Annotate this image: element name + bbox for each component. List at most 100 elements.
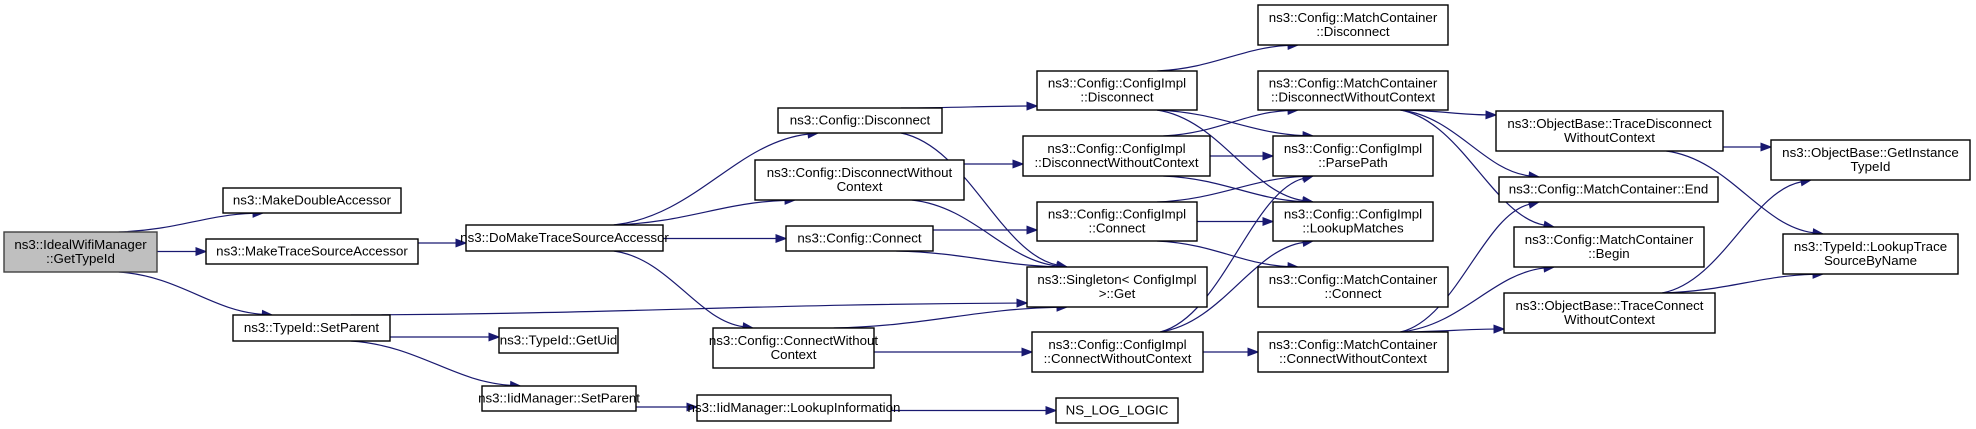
node-mc-disconnect-wc[interactable]: ns3::Config::MatchContainer::DisconnectW… — [1257, 70, 1449, 111]
edge-set-parent-to-iid-set-parent — [350, 340, 522, 390]
edge-ob-trace-disconnect-wc-to-get-instance-type-id — [1722, 142, 1773, 152]
node-parse-path[interactable]: ns3::Config::ConfigImpl::ParsePath — [1272, 135, 1434, 177]
node-label: ns3::ObjectBase::TraceConnect — [1516, 298, 1704, 313]
node-label: ::ParsePath — [1318, 155, 1387, 170]
node-get-uid[interactable]: ns3::TypeId::GetUid — [498, 327, 619, 354]
node-cfg-disconnect[interactable]: ns3::Config::Disconnect — [777, 107, 943, 134]
node-mc-end[interactable]: ns3::Config::MatchContainer::End — [1498, 176, 1719, 203]
node-box — [1257, 70, 1449, 111]
edge-impl-connect-wc-to-mc-connect-wc — [1202, 347, 1260, 357]
arrowhead-icon — [195, 246, 208, 257]
node-singleton[interactable]: ns3::Singleton< ConfigImpl>::Get — [1026, 266, 1208, 308]
node-impl-disconnect-wc[interactable]: ns3::Config::ConfigImpl::DisconnectWitho… — [1022, 135, 1211, 177]
node-label: ns3::Config::Connect — [797, 231, 921, 246]
node-box — [1782, 233, 1959, 275]
edge-line — [833, 306, 1058, 329]
edge-line — [1400, 203, 1530, 333]
node-root[interactable]: ns3::IdealWifiManager::GetTypeId — [3, 231, 158, 273]
node-box — [1513, 226, 1705, 268]
edge-make-trace-to-do-make — [418, 238, 468, 248]
node-label: ns3::Config::MatchContainer — [1269, 10, 1438, 25]
node-box — [1272, 135, 1434, 177]
node-label: ::Disconnect — [1316, 24, 1389, 39]
node-box — [785, 225, 934, 252]
node-label: ns3::IidManager::SetParent — [478, 391, 640, 406]
node-label: >::Get — [1099, 286, 1136, 301]
node-label: ::Connect — [1089, 221, 1146, 236]
edge-impl-disconnect-wc-to-lookup-matches — [1163, 175, 1315, 207]
node-impl-disconnect[interactable]: ns3::Config::ConfigImpl::Disconnect — [1036, 70, 1198, 111]
node-ob-trace-connect-wc[interactable]: ns3::ObjectBase::TraceConnectWithoutCont… — [1503, 292, 1716, 334]
edge-cfg-connect-to-impl-connect — [932, 225, 1039, 235]
node-iid-set-parent[interactable]: ns3::IidManager::SetParent — [478, 385, 640, 412]
node-box — [696, 394, 892, 422]
edge-line — [613, 250, 744, 328]
node-label: ns3::Config::MatchContainer::End — [1509, 182, 1709, 197]
node-impl-connect[interactable]: ns3::Config::ConfigImpl::Connect — [1036, 201, 1198, 242]
arrowhead-icon — [1760, 142, 1773, 152]
node-make-trace[interactable]: ns3::MakeTraceSourceAccessor — [205, 238, 419, 265]
node-label: ::ConnectWithoutContext — [1279, 351, 1427, 366]
arrowhead-icon — [775, 233, 788, 244]
arrowhead-icon — [1485, 110, 1498, 120]
node-cfg-connect[interactable]: ns3::Config::Connect — [785, 225, 934, 252]
node-label: ::GetTypeId — [46, 251, 115, 266]
node-box — [1026, 266, 1208, 308]
node-box — [712, 327, 875, 369]
edge-line — [350, 302, 1018, 316]
node-cfg-disconnect-wc[interactable]: ns3::Config::DisconnectWithoutContext — [754, 159, 965, 201]
node-box — [3, 231, 158, 273]
node-label: TypeId — [1851, 159, 1891, 174]
node-make-double[interactable]: ns3::MakeDoubleAccessor — [222, 187, 402, 214]
node-lookup-matches[interactable]: ns3::Config::ConfigImpl::LookupMatches — [1272, 201, 1434, 242]
edge-line — [1160, 241, 1304, 333]
arrowhead-icon — [455, 238, 468, 248]
edge-line — [1156, 175, 1304, 203]
node-label: ns3::IdealWifiManager — [14, 237, 147, 252]
node-set-parent[interactable]: ns3::TypeId::SetParent — [232, 314, 391, 342]
edge-line — [613, 199, 786, 226]
node-box — [205, 238, 419, 265]
node-do-make[interactable]: ns3::DoMakeTraceSourceAccessor — [460, 224, 669, 252]
node-label: ns3::Config::ConfigImpl — [1047, 141, 1185, 156]
node-box — [465, 224, 664, 252]
node-box — [232, 314, 391, 342]
node-mc-disconnect[interactable]: ns3::Config::MatchContainer::Disconnect — [1257, 4, 1449, 46]
arrowhead-icon — [1016, 298, 1029, 308]
node-label: ::Disconnect — [1080, 90, 1153, 105]
node-ob-trace-disconnect-wc[interactable]: ns3::ObjectBase::TraceDisconnectWithoutC… — [1495, 110, 1724, 152]
node-cfg-connect-wc[interactable]: ns3::Config::ConnectWithoutContext — [709, 327, 879, 369]
node-lookup-info[interactable]: ns3::IidManager::LookupInformation — [688, 394, 901, 422]
arrowhead-icon — [1026, 101, 1039, 111]
arrowhead-icon — [1012, 159, 1025, 169]
node-ns-log-logic[interactable]: NS_LOG_LOGIC — [1055, 397, 1179, 424]
node-label: ns3::TypeId::SetParent — [244, 320, 380, 335]
node-label: ns3::Config::DisconnectWithout — [767, 165, 953, 180]
edge-line — [1160, 177, 1304, 333]
arrowhead-icon — [1026, 225, 1039, 235]
node-box — [754, 159, 965, 201]
edge-line — [1156, 109, 1304, 137]
node-mc-begin[interactable]: ns3::Config::MatchContainer::Begin — [1513, 226, 1705, 268]
node-label: ns3::Config::Disconnect — [790, 113, 931, 128]
edge-impl-disconnect-wc-to-parse-path — [1209, 151, 1275, 161]
node-box — [1257, 266, 1449, 308]
edge-line — [911, 199, 1058, 267]
node-label: NS_LOG_LOGIC — [1066, 403, 1169, 418]
node-box — [222, 187, 402, 214]
node-impl-connect-wc[interactable]: ns3::Config::ConfigImpl::ConnectWithoutC… — [1031, 331, 1204, 373]
edge-line — [118, 212, 254, 233]
node-layer: ns3::IdealWifiManager::GetTypeId ns3::Mak… — [3, 4, 1971, 424]
node-mc-connect-wc[interactable]: ns3::Config::MatchContainer::ConnectWith… — [1257, 331, 1449, 373]
arrowhead-icon — [1021, 347, 1034, 357]
node-box — [1257, 331, 1449, 373]
node-mc-connect[interactable]: ns3::Config::MatchContainer::Connect — [1257, 266, 1449, 308]
node-label: Context — [771, 347, 817, 362]
node-label: ::ConnectWithoutContext — [1044, 351, 1192, 366]
node-box — [777, 107, 943, 134]
node-label: Context — [837, 179, 883, 194]
node-label: ns3::Config::ConfigImpl — [1048, 207, 1186, 222]
